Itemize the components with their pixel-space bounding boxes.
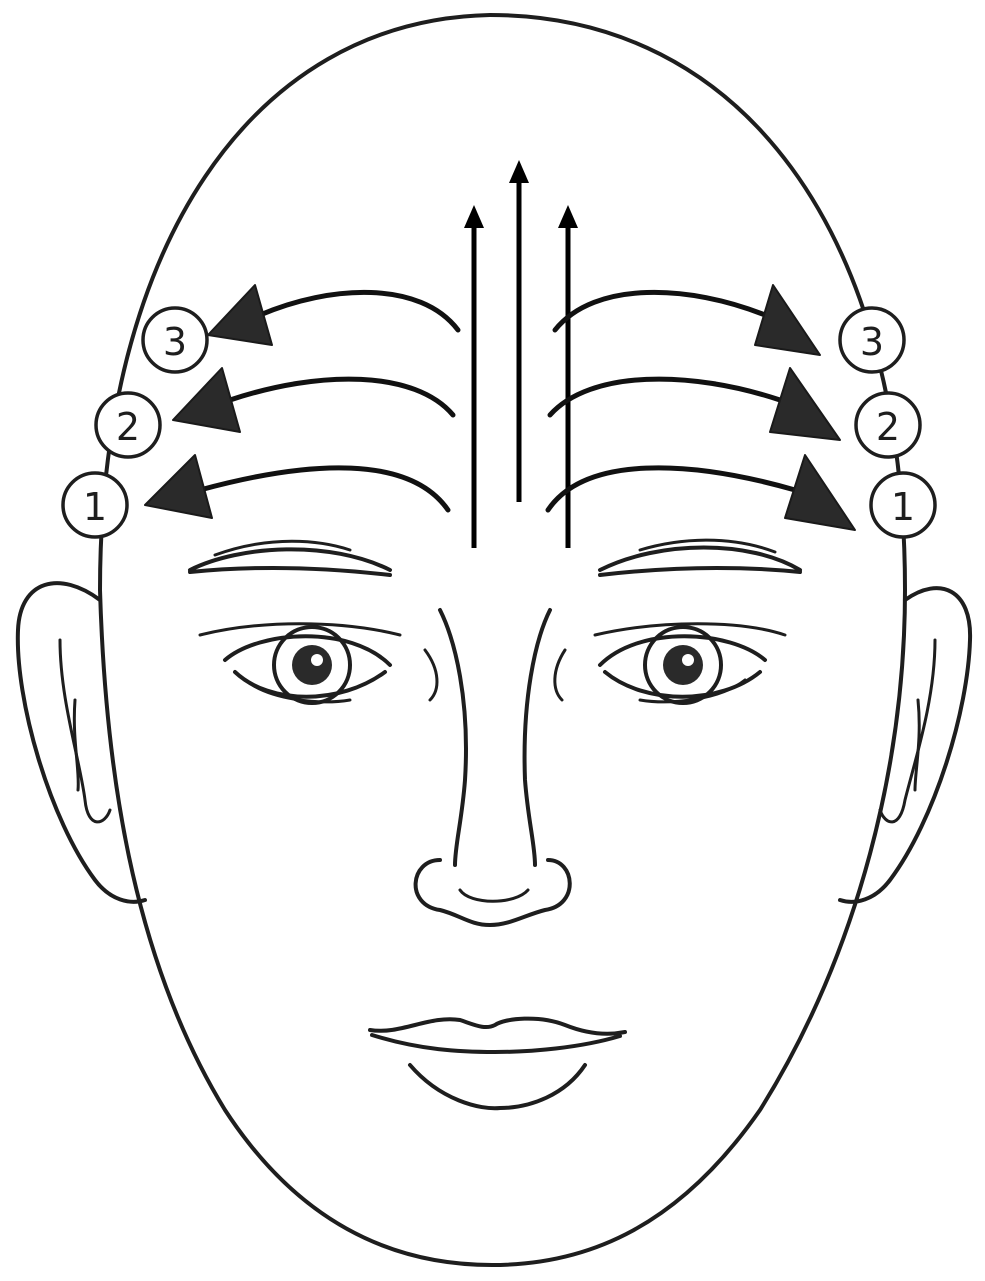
svg-text:2: 2 — [116, 405, 140, 449]
left-marker-3: 3 — [143, 308, 207, 372]
right-marker-2: 2 — [856, 393, 920, 457]
left-marker-2: 2 — [96, 393, 160, 457]
right-markers: 3 2 1 — [840, 308, 935, 537]
vertical-arrow-center — [509, 160, 529, 502]
right-curved-arrow-2 — [550, 368, 840, 440]
right-marker-1: 1 — [871, 473, 935, 537]
left-ear — [18, 583, 145, 902]
mouth — [370, 1019, 625, 1109]
left-marker-1: 1 — [63, 473, 127, 537]
left-curved-arrow-1 — [145, 455, 448, 518]
svg-text:2: 2 — [876, 405, 900, 449]
right-marker-3: 3 — [840, 308, 904, 372]
left-eye — [200, 624, 400, 703]
svg-text:3: 3 — [163, 320, 187, 364]
right-curved-arrow-3 — [555, 285, 820, 355]
svg-text:1: 1 — [891, 485, 915, 529]
svg-text:1: 1 — [83, 485, 107, 529]
left-curved-arrow-2 — [173, 368, 453, 432]
right-eyebrow — [600, 540, 800, 575]
left-eyebrow — [190, 541, 390, 575]
left-curved-arrow-3 — [208, 285, 458, 345]
nose — [416, 610, 570, 925]
vertical-arrow-left — [464, 205, 484, 548]
right-curved-arrow-1 — [548, 455, 855, 530]
svg-text:3: 3 — [860, 320, 884, 364]
right-eye — [595, 624, 785, 703]
forehead-vertical-arrows — [464, 160, 578, 548]
right-curved-arrows — [548, 285, 855, 530]
head-outline — [100, 15, 905, 1265]
